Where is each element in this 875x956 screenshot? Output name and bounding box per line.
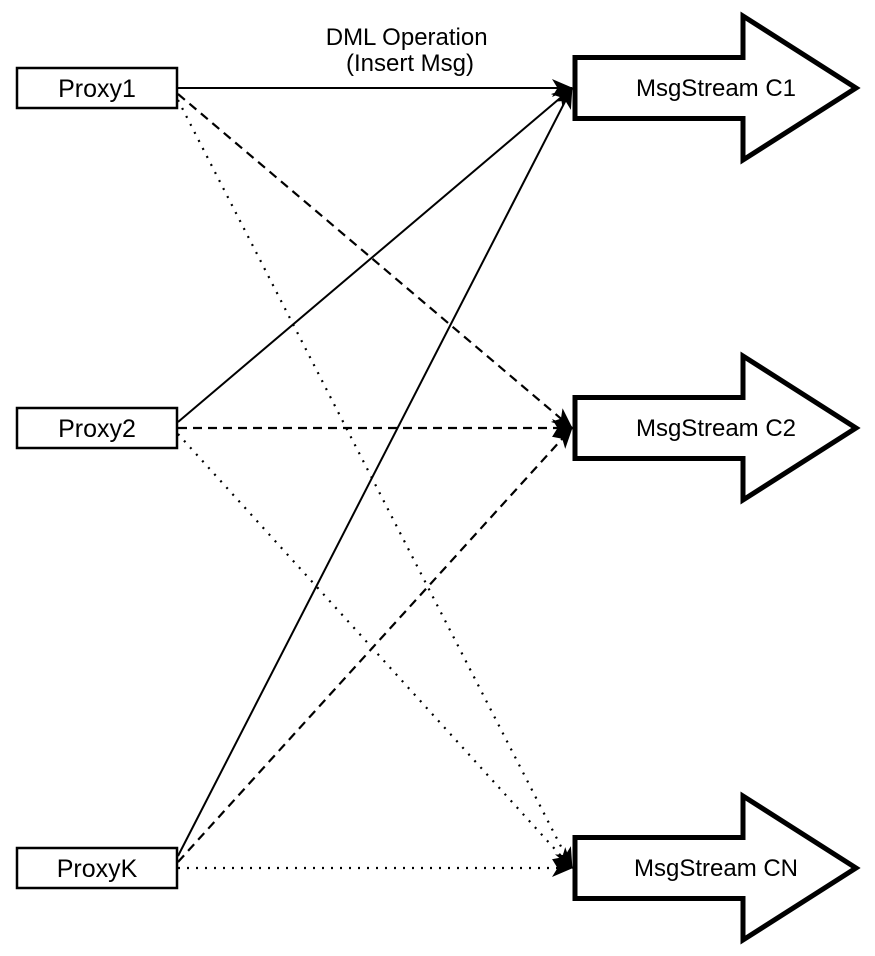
node-msgstream-cn: MsgStream CN	[572, 791, 861, 945]
dml-operation-label-line1: DML Operation	[326, 24, 488, 51]
edges-layer	[177, 79, 573, 877]
edge-proxy2-to-cn-dotted	[177, 433, 573, 869]
msgstream-cn-arrow-shape	[572, 791, 861, 945]
dml-operation-label-line2: (Insert Msg)	[346, 50, 474, 77]
proxy1-box	[15, 66, 179, 110]
msgstream-c1-arrow-shape	[572, 11, 861, 165]
msgstream-c2-arrow-shape	[572, 351, 861, 505]
proxy2-label: Proxy2	[58, 415, 136, 443]
edge-proxy1-to-cn-dotted	[177, 99, 573, 869]
proxyk-label: ProxyK	[57, 855, 138, 883]
msgstream-cn-label: MsgStream CN	[634, 855, 798, 882]
node-proxy2: Proxy2	[15, 406, 179, 450]
edge-proxyk-to-c2-dashed	[177, 427, 573, 863]
msgstream-c1-label: MsgStream C1	[636, 75, 796, 102]
node-msgstream-c1: MsgStream C1	[572, 11, 861, 165]
proxy1-label: Proxy1	[58, 75, 136, 103]
edge-proxyk-to-c1-solid	[177, 87, 573, 857]
node-proxyk: ProxyK	[15, 846, 179, 890]
node-proxy1: Proxy1	[15, 66, 179, 110]
proxy2-box	[15, 406, 179, 450]
edge-proxy1-to-c2-dashed	[177, 93, 573, 429]
msgstream-c2-label: MsgStream C2	[636, 415, 796, 442]
proxyk-box	[15, 846, 179, 890]
node-msgstream-c2: MsgStream C2	[572, 351, 861, 505]
edge-proxy2-to-c1-solid	[177, 87, 573, 423]
dml-operation-label: DML Operation (Insert Msg)	[326, 24, 495, 77]
